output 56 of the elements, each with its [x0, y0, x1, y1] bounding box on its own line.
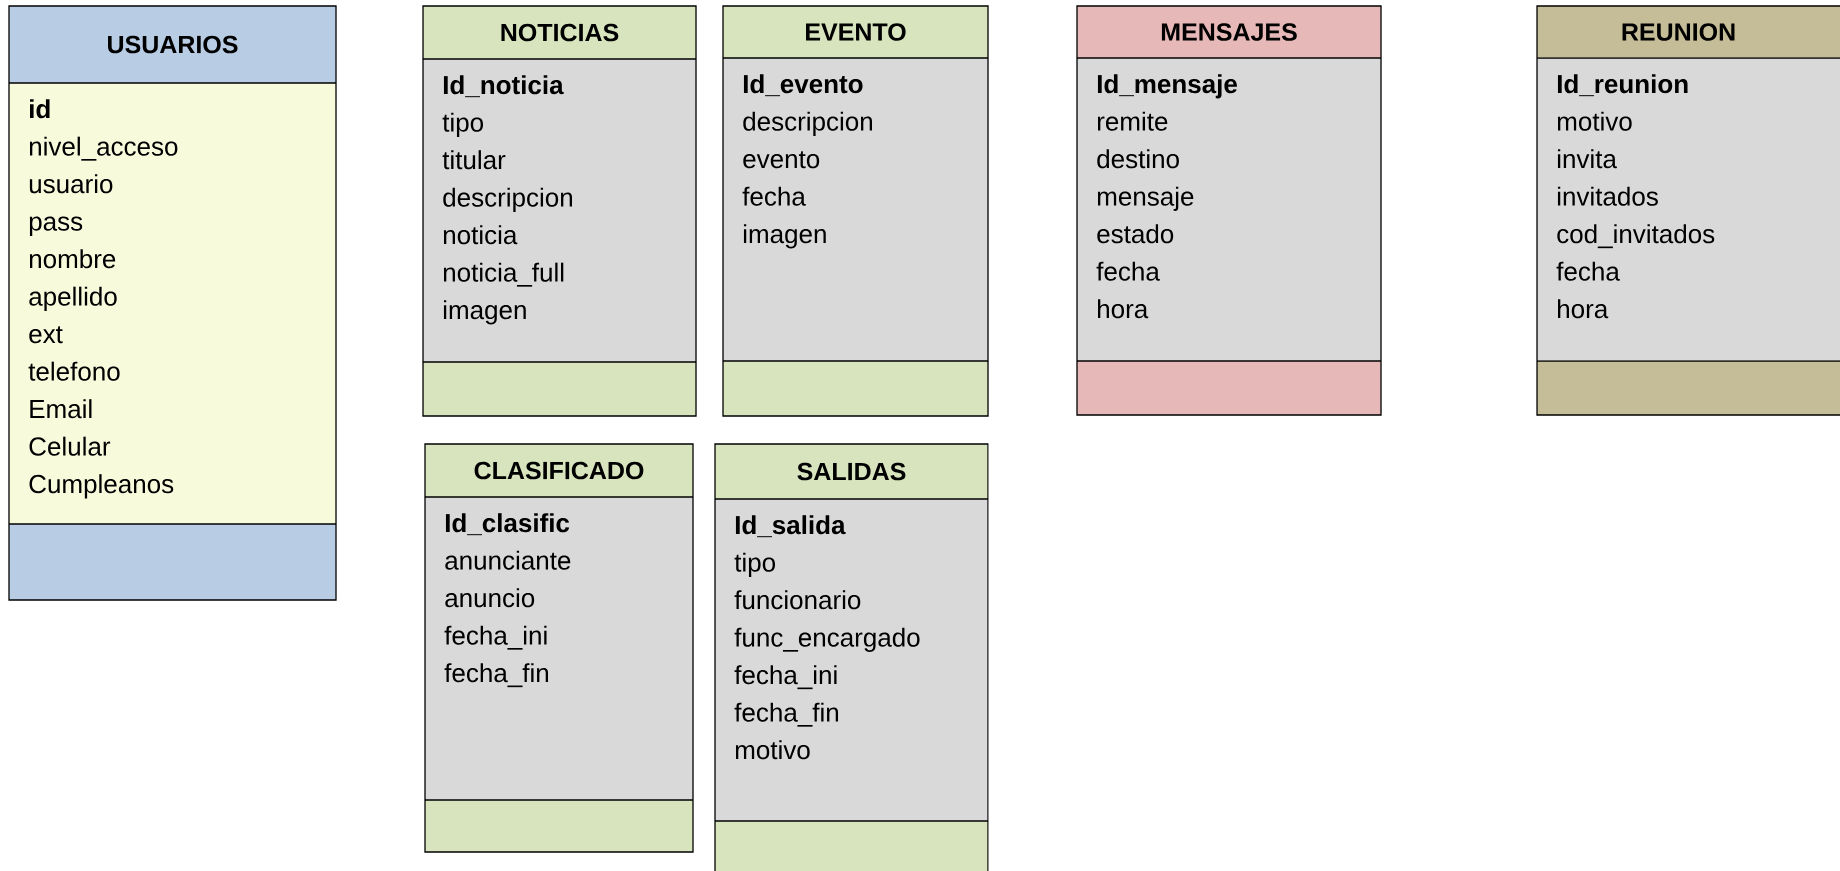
primary-key: Id_mensaje: [1097, 74, 1237, 99]
field-name: motivo: [1557, 111, 1632, 131]
table-title: USUARIOS: [108, 35, 238, 54]
field-name: nivel_acceso: [29, 136, 178, 161]
field-name: fecha_fin: [734, 702, 839, 727]
table-title: SALIDAS: [797, 462, 906, 481]
field-name: func_encargado: [734, 627, 920, 652]
field-name: cod_invitados: [1557, 224, 1715, 249]
field-name: Email: [30, 399, 92, 419]
field-name: hora: [1558, 299, 1609, 319]
field-name: remite: [1097, 111, 1168, 131]
field-name: fecha: [1096, 261, 1160, 281]
field-name: evento: [743, 151, 820, 169]
field-name: apellido: [29, 286, 117, 311]
field-name: mensaje: [1097, 186, 1194, 211]
field-name: nombre: [29, 249, 116, 269]
field-name: motivo: [735, 740, 810, 760]
field-name: destino: [1097, 149, 1179, 169]
primary-key: Id_noticia: [443, 75, 564, 98]
primary-key: Id_evento: [743, 74, 863, 97]
field-name: noticia: [443, 225, 518, 245]
field-name: hora: [1098, 299, 1149, 319]
field-name: descripcion: [743, 111, 872, 136]
table-title: EVENTO: [806, 23, 906, 41]
field-name: fecha: [742, 186, 806, 206]
field-name: anuncio: [445, 588, 535, 608]
field-name: descripcion: [443, 187, 572, 212]
field-name: tipo: [734, 552, 776, 577]
primary-key: Id_reunion: [1557, 74, 1688, 97]
field-name: imagen: [743, 224, 826, 249]
field-name: fecha_fin: [444, 663, 548, 688]
field-name: pass: [29, 216, 83, 236]
field-name: estado: [1097, 224, 1174, 244]
field-name: fecha_ini: [444, 625, 547, 650]
field-name: noticia_full: [443, 262, 564, 287]
primary-key: id: [30, 99, 50, 119]
field-name: fecha: [1556, 261, 1620, 281]
field-name: Cumpleanos: [29, 474, 174, 499]
field-name: invita: [1557, 149, 1617, 169]
table-title: NOTICIAS: [501, 23, 619, 42]
field-name: tipo: [442, 112, 483, 137]
table-title: REUNION: [1622, 23, 1735, 41]
field-name: Celular: [29, 436, 111, 456]
table-title: CLASIFICADO: [474, 461, 644, 480]
field-name: invitados: [1557, 186, 1658, 206]
field-name: ext: [29, 326, 63, 344]
field-name: imagen: [443, 300, 526, 325]
field-name: fecha_ini: [734, 665, 837, 690]
field-name: funcionario: [734, 590, 861, 610]
primary-key: Id_clasific: [445, 513, 570, 536]
field-name: anunciante: [445, 550, 571, 570]
field-name: telefono: [28, 361, 120, 381]
field-name: usuario: [29, 174, 113, 194]
primary-key: Id_salida: [735, 515, 846, 538]
field-name: titular: [442, 150, 506, 170]
table-title: MENSAJES: [1161, 23, 1297, 41]
